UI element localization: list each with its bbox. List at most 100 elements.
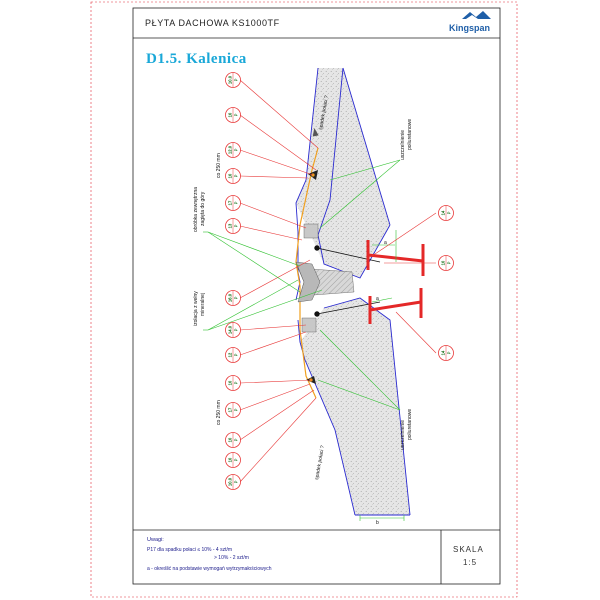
drawing-title: PŁYTA DACHOWA KS1000TF <box>145 18 280 28</box>
bubble-number: 10 <box>227 457 232 462</box>
bubble-code: P <box>234 438 239 441</box>
outer-flashing <box>295 147 319 399</box>
bubble-code: P <box>234 480 239 483</box>
purlin-top <box>366 240 425 276</box>
seal-block-top <box>303 223 319 239</box>
bubble-code: P <box>447 351 452 354</box>
slope-label-top: spadek połaci ? <box>312 95 330 137</box>
bubble-code: P <box>234 113 239 116</box>
svg-text:zagięta do góry: zagięta do góry <box>200 191 206 226</box>
spacing-label-top: co 250 mm <box>216 153 222 178</box>
bubble-number: 16.0 <box>227 293 232 302</box>
svg-text:spadek połaci ?: spadek połaci ? <box>318 95 330 130</box>
svg-text:uszczelnienie: uszczelnienie <box>400 420 406 450</box>
bubble-code: P <box>234 328 239 331</box>
dimension-b: b <box>376 520 379 526</box>
leaders-red-right <box>371 212 437 354</box>
section-title: D1.5. Kalenica <box>146 51 247 67</box>
notes-line-2: > 10% - 2 szt/m <box>214 555 249 561</box>
slope-label-bottom: spadek połaci ? <box>314 445 326 480</box>
bubble-code: P <box>234 458 239 461</box>
bubble-code: P <box>234 201 239 204</box>
purlin-bottom <box>368 288 423 324</box>
leaders-green <box>203 159 401 411</box>
bubble-number: 17 <box>227 200 232 205</box>
kingspan-logo: Kingspan <box>449 11 491 33</box>
scale-value: 1:5 <box>463 558 477 567</box>
svg-text:co 250 mm: co 250 mm <box>216 400 222 425</box>
bubble-number: 10 <box>227 380 232 385</box>
svg-text:uszczelnienie: uszczelnienie <box>400 130 406 160</box>
bubble-code: P <box>234 78 239 81</box>
upper-panel <box>296 68 390 278</box>
outer-frame <box>90 1 518 598</box>
bubble-code: P <box>234 224 239 227</box>
svg-text:izolacja z wełny: izolacja z wełny <box>193 291 199 326</box>
dimension-lines <box>359 230 405 521</box>
notes-line-3: a - określić na podstawie wymogań wytrzy… <box>147 566 272 572</box>
spacing-label-bottom: co 250 mm <box>216 400 222 425</box>
sealant-label-top: uszczelnienie poliuretanowe <box>400 119 413 160</box>
bubble-code: P <box>234 381 239 384</box>
logo-text: Kingspan <box>449 23 490 33</box>
svg-text:co 250 mm: co 250 mm <box>216 153 222 178</box>
bubble-code: P <box>234 148 239 151</box>
bubble-number: 10.0 <box>227 75 232 84</box>
bubble-number: 13 <box>227 223 232 228</box>
bubble-code: P <box>234 174 239 177</box>
dimension-a-top: a <box>384 240 387 246</box>
wool-label: izolacja z wełny mineralnej <box>193 291 206 326</box>
lower-panel <box>300 298 410 515</box>
leaders-red-left <box>239 79 319 483</box>
ridge-foam-block <box>295 261 321 303</box>
bubble-number: 10 <box>227 437 232 442</box>
svg-text:poliuretanowe: poliuretanowe <box>407 409 413 440</box>
bubble-number: 17 <box>227 407 232 412</box>
bubble-number: 10.0 <box>227 477 232 486</box>
bubble-number: 14 <box>440 350 445 355</box>
bubble-number: 14.0 <box>227 325 232 334</box>
drawing-border <box>132 7 501 585</box>
seal-block-bottom <box>301 317 317 333</box>
svg-text:spadek połaci ?: spadek połaci ? <box>314 445 326 480</box>
bubble-number: 10 <box>440 260 445 265</box>
flashing-label: obróbka zewnętrzna zagięta do góry <box>193 187 206 232</box>
dimension-a-middle: a <box>376 296 379 302</box>
bubble-code: P <box>234 408 239 411</box>
notes-line-1: P17 dla spadku połaci ≤ 10% - 4 szt/m <box>147 547 232 553</box>
svg-text:mineralnej: mineralnej <box>200 293 206 316</box>
sealant-label-bottom: uszczelnienie poliuretanowe <box>400 409 413 450</box>
bubble-code: P <box>447 211 452 214</box>
bubble-number: 12 <box>227 352 232 357</box>
bubble-code: P <box>234 296 239 299</box>
svg-text:obróbka zewnętrzna: obróbka zewnętrzna <box>193 187 199 232</box>
svg-text:poliuretanowe: poliuretanowe <box>407 119 413 150</box>
bubble-code: P <box>447 261 452 264</box>
bubble-code: P <box>234 353 239 356</box>
bubble-number: 10 <box>227 112 232 117</box>
notes-heading: Uwagi: <box>147 537 164 543</box>
bubble-number: 14 <box>440 210 445 215</box>
bubble-number: 10 <box>227 173 232 178</box>
bubble-number: 12.0 <box>227 145 232 154</box>
